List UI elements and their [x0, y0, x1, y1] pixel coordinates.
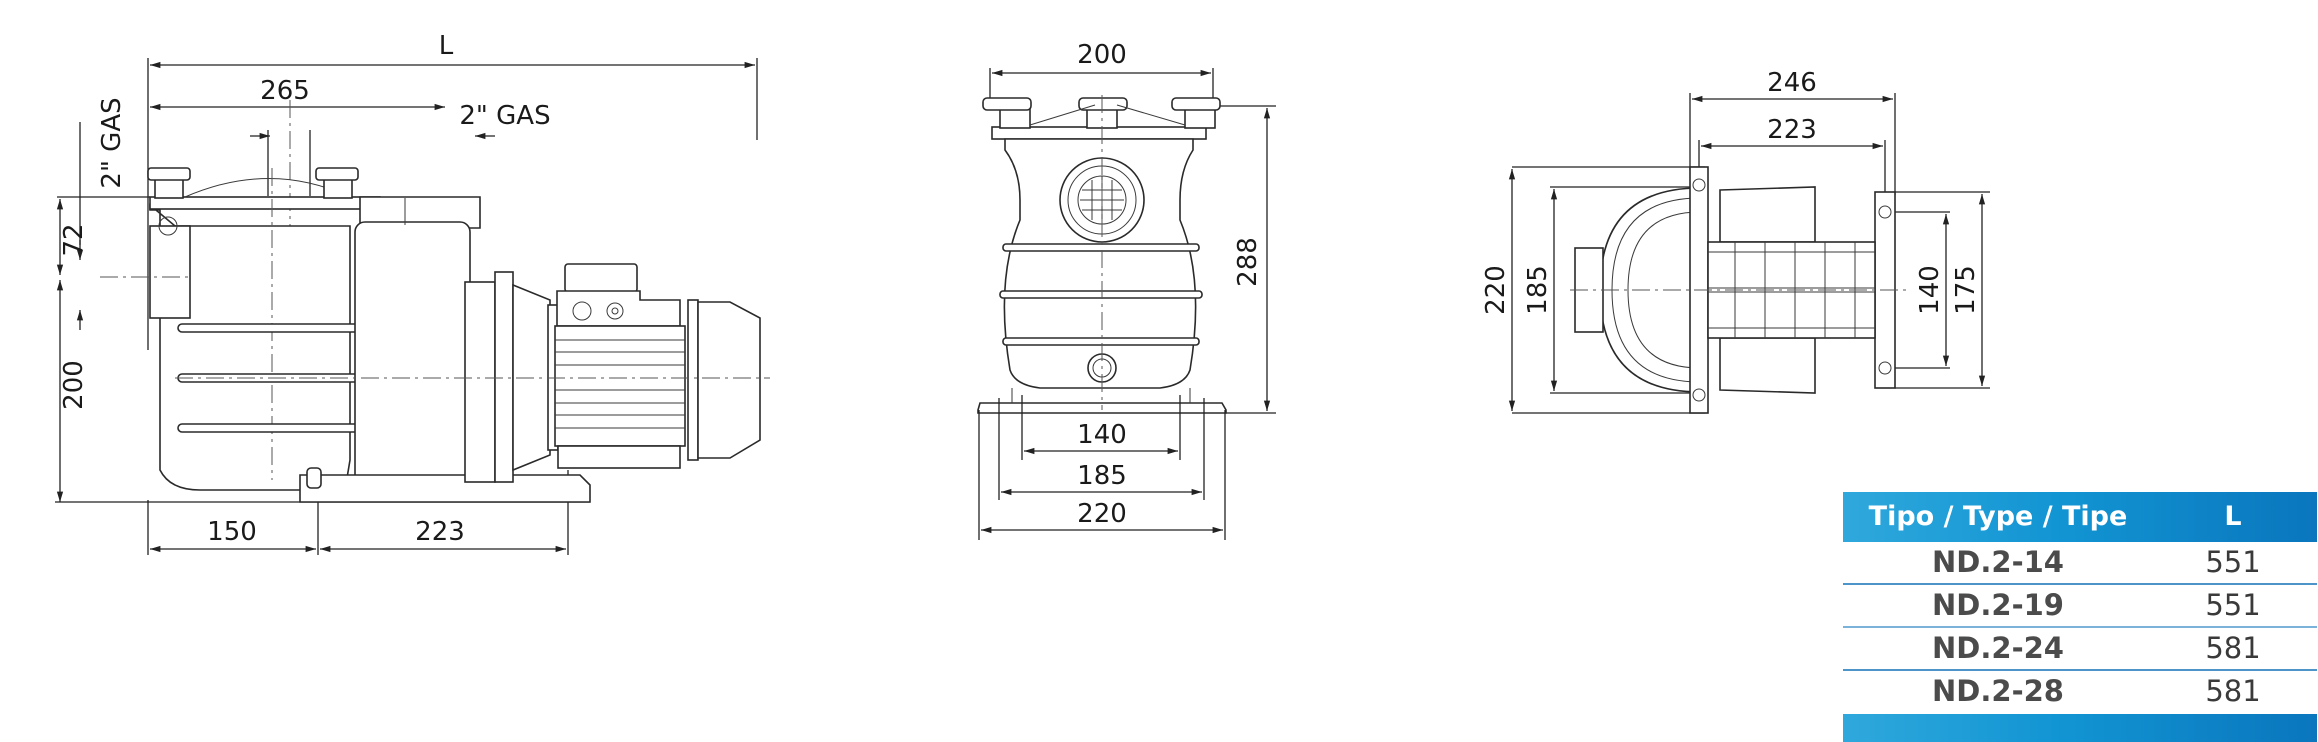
- dim-overall-length: L: [439, 31, 454, 61]
- model-cell: ND.2-14: [1932, 545, 2064, 579]
- dim-top-175: 175: [1951, 265, 1981, 315]
- length-cell: 581: [2205, 674, 2261, 708]
- dim-top-220: 220: [1481, 265, 1511, 315]
- header-type: Tipo / Type / Tipe: [1868, 501, 2128, 532]
- dim-top-185: 185: [1523, 265, 1553, 315]
- table-row: ND.2-28 581: [1843, 671, 2317, 712]
- dim-223-base: 223: [415, 517, 465, 547]
- table-row: ND.2-19 551: [1843, 585, 2317, 628]
- inlet-size-label: 2" GAS: [97, 97, 127, 188]
- top-view: 246 223 220 185 140 175: [1481, 68, 1990, 414]
- dim-front-288: 288: [1233, 237, 1263, 287]
- dim-front-140: 140: [1077, 420, 1127, 450]
- model-cell: ND.2-19: [1932, 588, 2064, 622]
- dim-top-246: 246: [1767, 68, 1817, 98]
- length-cell: 551: [2205, 588, 2261, 622]
- length-cell: 551: [2205, 545, 2261, 579]
- front-view: 200 288: [977, 40, 1276, 540]
- table-row: ND.2-14 551: [1843, 542, 2317, 585]
- model-cell: ND.2-24: [1932, 631, 2064, 665]
- outlet-size-label: 2" GAS: [459, 101, 550, 131]
- dim-front-185: 185: [1077, 461, 1127, 491]
- table-header: Tipo / Type / Tipe L: [1843, 492, 2317, 542]
- dim-front-220: 220: [1077, 499, 1127, 529]
- model-length-table: Tipo / Type / Tipe L ND.2-14 551 ND.2-19 55…: [1843, 492, 2317, 742]
- dim-72: 72: [59, 223, 89, 256]
- model-cell: ND.2-28: [1932, 674, 2064, 708]
- dim-front-200: 200: [1077, 40, 1127, 70]
- dim-265: 265: [260, 76, 310, 106]
- dim-top-223: 223: [1767, 115, 1817, 145]
- side-view: L 265 2" GAS 2" GAS 72 200 150 223: [55, 31, 770, 555]
- dim-top-140: 140: [1915, 265, 1945, 315]
- table-row: ND.2-24 581: [1843, 628, 2317, 671]
- table-footer-bar: [1843, 714, 2317, 742]
- length-cell: 581: [2205, 631, 2261, 665]
- header-length: L: [2224, 501, 2242, 532]
- dim-200: 200: [59, 360, 89, 410]
- dim-150: 150: [207, 517, 257, 547]
